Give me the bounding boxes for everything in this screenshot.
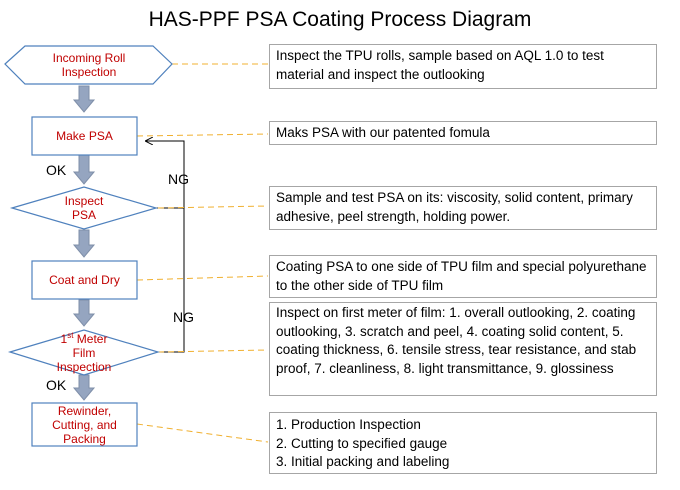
- step-rewinder-label: Rewinder, Cutting, and Packing: [52, 403, 117, 446]
- arrow-down-icon: [72, 85, 96, 113]
- note-make-psa: Maks PSA with our patented fomula: [269, 121, 657, 145]
- step-meter-line1: 1st Meter: [60, 331, 108, 347]
- step-inspect-psa-label: Inspect PSA: [64, 194, 104, 222]
- rewinder-box: [31, 402, 138, 447]
- arrow-down-icon: [72, 299, 96, 327]
- note-rewinder-item: 3. Initial packing and labeling: [276, 454, 450, 469]
- page-title: HAS-PPF PSA Coating Process Diagram: [148, 8, 532, 31]
- note-rewinder-item: 1. Production Inspection: [276, 417, 421, 432]
- arrow-down-icon: [72, 154, 96, 185]
- make-psa-box: [31, 116, 138, 156]
- note-inspect-psa: Sample and test PSA on its: viscosity, s…: [269, 186, 657, 230]
- step-meter-label: 1st Meter Film Inspection: [34, 330, 134, 376]
- note-coat-dry: Coating PSA to one side of TPU film and …: [269, 255, 657, 298]
- ng-label: NG: [168, 171, 189, 187]
- incoming-hexagon: [4, 45, 173, 85]
- step-make-psa-label: Make PSA: [56, 129, 113, 143]
- ok-label: OK: [46, 377, 67, 393]
- arrow-down-icon: [72, 229, 96, 258]
- flow-arrows: [72, 85, 96, 401]
- step-coat-dry-label: Coat and Dry: [49, 273, 120, 287]
- dashed-connectors: [136, 63, 269, 443]
- step-incoming-label: Incoming Roll Inspection: [52, 51, 126, 79]
- note-rewinder-item: 2. Cutting to specified gauge: [276, 435, 448, 451]
- meter-diamond: [7, 329, 161, 376]
- coat-dry-box: [31, 260, 138, 300]
- step-meter-line2: Film Inspection: [56, 346, 112, 374]
- arrow-down-icon: [72, 374, 96, 401]
- note-incoming: Inspect the TPU rolls, sample based on A…: [269, 44, 657, 89]
- note-rewinder: 1. Production Inspection 2. Cutting to s…: [269, 412, 657, 474]
- ng-label: NG: [173, 309, 194, 325]
- step-shapes: [4, 45, 173, 447]
- inspect-psa-diamond: [9, 186, 159, 230]
- ok-label: OK: [46, 162, 67, 178]
- note-meter: Inspect on first meter of film: 1. overa…: [269, 302, 657, 396]
